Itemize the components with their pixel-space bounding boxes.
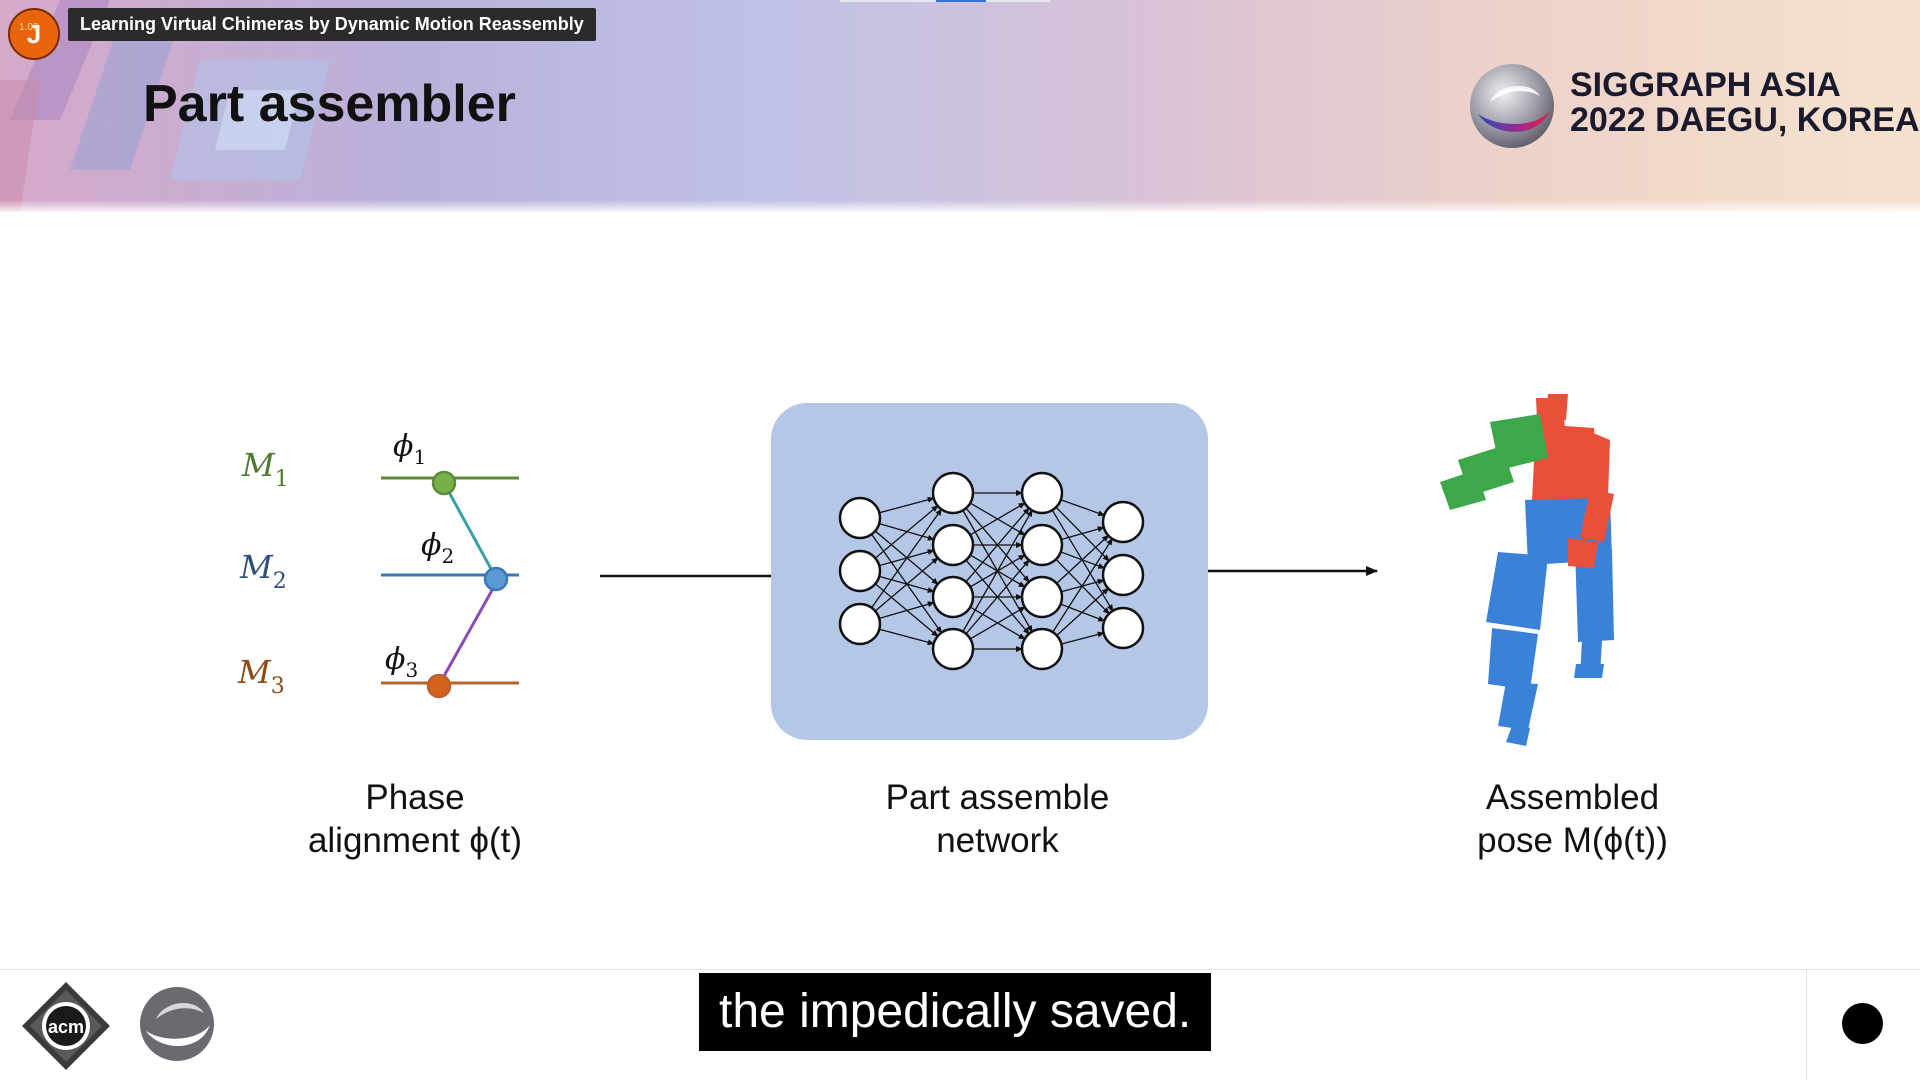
phase-connector-1-2 (442, 482, 498, 579)
network-node (931, 471, 975, 515)
network-node (931, 523, 975, 567)
network-node (1101, 500, 1145, 544)
network-node (1020, 471, 1064, 515)
banner-fade (0, 200, 1920, 212)
phase-label-line2: alignment ϕ(t) (307, 821, 523, 860)
network-node (838, 549, 882, 593)
assembled-pose-figure (1440, 394, 1614, 746)
phase-point-2 (483, 566, 509, 592)
subtitle-caption: the impedically saved. (699, 973, 1212, 1051)
network-edges (871, 490, 1114, 652)
network-edge (874, 557, 939, 612)
phase-label-line1: Phase (365, 778, 465, 817)
conference-line1: SIGGRAPH ASIA (1570, 66, 1841, 104)
siggraph-swirl-logo-icon (140, 987, 214, 1061)
network-edge (879, 601, 935, 620)
network-edge (965, 559, 1030, 635)
pose-label-line2: pose M(ϕ(t)) (1477, 821, 1668, 860)
network-box (771, 403, 1208, 740)
phase-alignment-group: M1 M2 M3 ϕ1 ϕ2 ϕ3 (237, 429, 519, 699)
network-edge (1056, 587, 1109, 636)
network-edge (1060, 499, 1106, 517)
network-edge (1056, 534, 1110, 584)
slide-banner (0, 0, 1920, 212)
network-node (931, 575, 975, 619)
network-node (931, 627, 975, 671)
network-edge (969, 502, 1026, 536)
network-label-line2: network (936, 821, 1059, 860)
network-node (838, 496, 882, 540)
slide-title: Part assembler (143, 75, 516, 133)
motion-label-m1: M1 (241, 446, 289, 492)
pose-label-line1: Assembled (1485, 778, 1660, 817)
playback-speed: 1.00 (19, 22, 39, 33)
network-node (1101, 553, 1145, 597)
network-label-line1: Part assemble (885, 778, 1110, 817)
banner-decoration (0, 0, 330, 212)
network-edge (969, 606, 1026, 640)
avatar-letter: J (26, 19, 42, 49)
network-edge (871, 508, 943, 609)
conference-line2: 2022 DAEGU, KOREA (1570, 101, 1920, 139)
phase-label-phi2: ϕ2 (421, 528, 454, 568)
motion-label-m3: M3 (237, 653, 285, 699)
phase-point-1 (431, 470, 457, 496)
network-label: Part assemble network (820, 776, 1175, 862)
network-edge (1061, 631, 1105, 645)
network-edge (879, 496, 935, 514)
phase-alignment-label: Phase alignment ϕ(t) (245, 776, 585, 862)
network-edge (874, 505, 939, 559)
network-edge (1061, 526, 1105, 541)
network-edge (962, 509, 1033, 632)
phase-connector-2-3 (437, 584, 497, 686)
phase-label-phi1: ϕ1 (393, 429, 426, 469)
network-edge (1052, 538, 1113, 633)
svg-text:acm: acm (48, 1017, 84, 1037)
network-node (1020, 523, 1064, 567)
phase-label-phi3: ϕ3 (385, 642, 418, 682)
motion-label-m2: M2 (239, 548, 287, 594)
conference-name: SIGGRAPH ASIA 2022 DAEGU, KOREA (1570, 68, 1920, 138)
network-edge (965, 507, 1030, 583)
top-progress-marks (840, 0, 1050, 2)
footer-divider (1806, 970, 1807, 1080)
record-dot-icon[interactable] (1842, 1003, 1883, 1044)
network-node (1020, 575, 1064, 619)
network-edge (879, 628, 935, 646)
acm-logo-icon: acm (22, 982, 110, 1070)
pose-label: Assembled pose M(ϕ(t)) (1400, 776, 1745, 862)
network-node (838, 602, 882, 646)
network-nodes (838, 471, 1145, 671)
network-node (1101, 606, 1145, 650)
phase-point-3 (426, 673, 452, 699)
video-title[interactable]: Learning Virtual Chimeras by Dynamic Mot… (68, 8, 596, 41)
presenter-avatar[interactable]: 1.00 J (8, 8, 60, 60)
network-node (1020, 627, 1064, 671)
siggraph-logo-icon (1470, 64, 1554, 148)
